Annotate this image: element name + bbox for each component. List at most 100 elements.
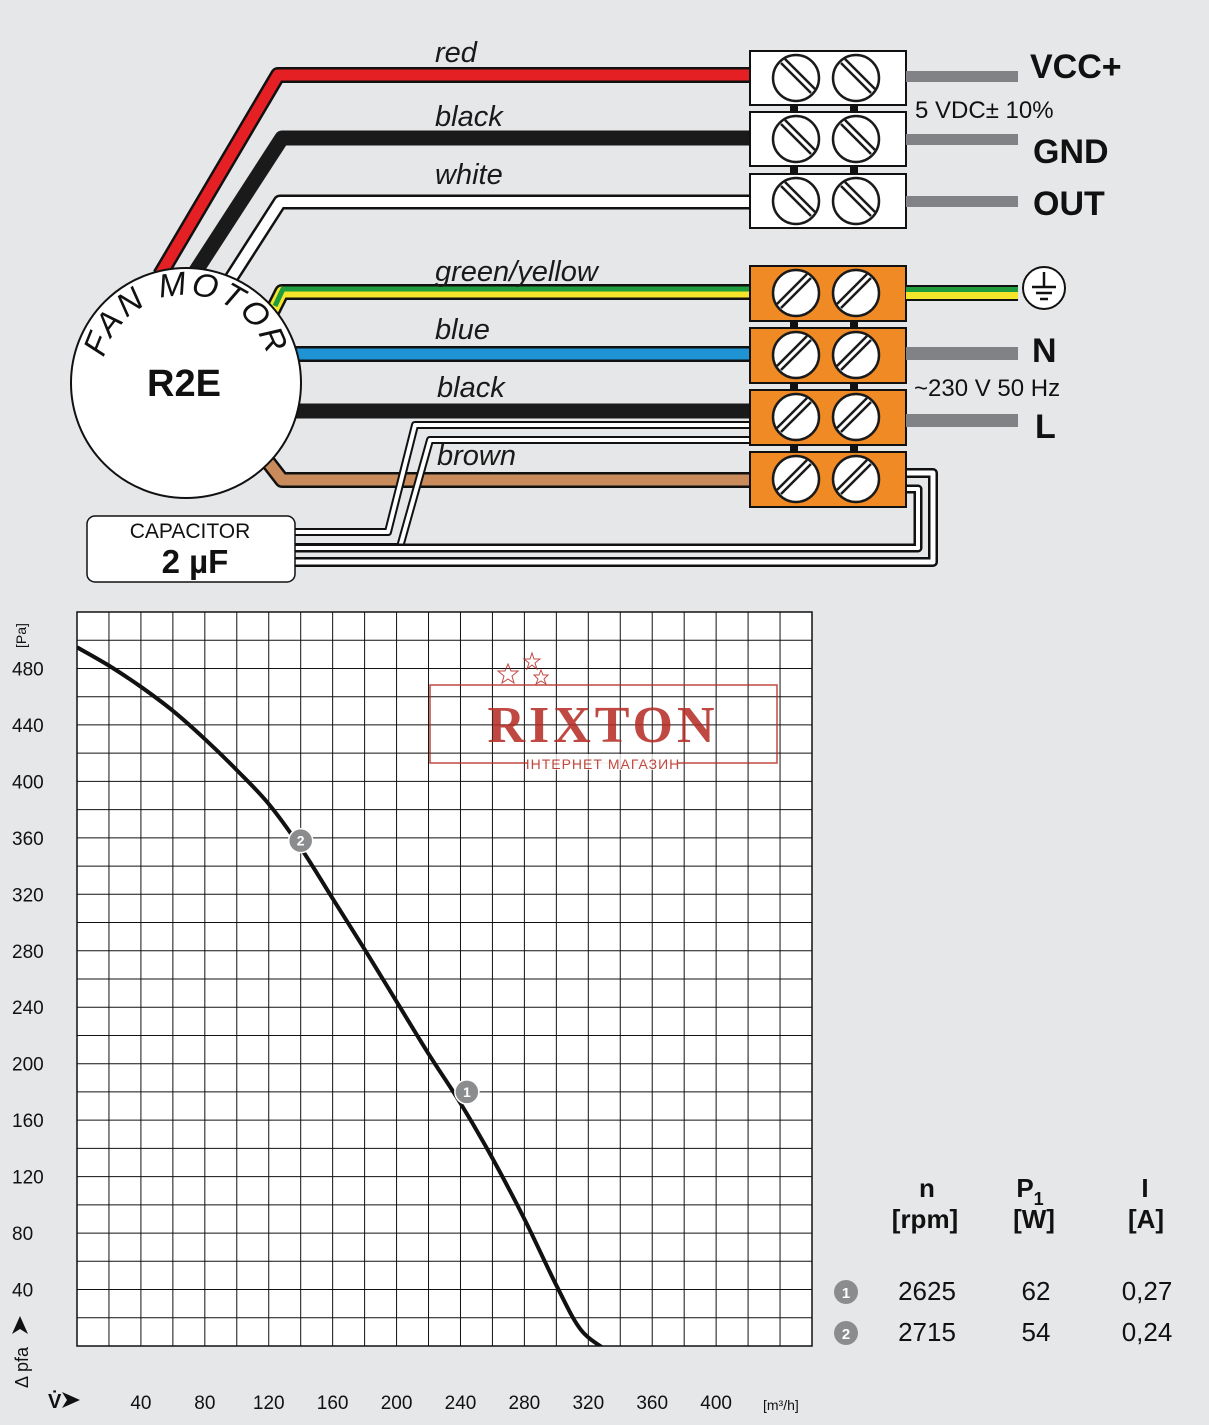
y-tick-label: 280	[12, 942, 44, 963]
supply-label-dc: 5 VDC± 10%	[915, 97, 1054, 124]
x-tick-label: 200	[381, 1393, 413, 1414]
wire-label-red: red	[435, 37, 478, 69]
x-tick-label: 80	[194, 1393, 215, 1414]
y-tick-label: 120	[12, 1168, 44, 1189]
x-tick-label: 360	[636, 1393, 668, 1414]
screw-icon	[831, 454, 881, 504]
black-top-wire	[183, 130, 752, 285]
capacitor: CAPACITOR 2 µF	[86, 515, 296, 583]
capacitor-label: CAPACITOR	[130, 520, 251, 543]
screw-icon	[771, 114, 821, 164]
screw-icon	[771, 454, 821, 504]
x-tick-label: 320	[572, 1393, 604, 1414]
y-axis-label: Δ pfa	[12, 1316, 32, 1388]
performance-curve	[77, 645, 604, 1346]
cell-p: 54	[1022, 1317, 1051, 1347]
col-header-p-unit: [W]	[1013, 1204, 1055, 1234]
outgoing-leads	[906, 71, 1018, 427]
y-axis-title: Δ pfa	[12, 1346, 32, 1388]
operating-points: 12	[287, 827, 480, 1105]
arrow-up-icon	[12, 1316, 28, 1334]
row-marker	[834, 1280, 858, 1304]
star-icon	[496, 651, 550, 686]
x-tick-label: 280	[509, 1393, 541, 1414]
cell-n: 2625	[898, 1276, 956, 1306]
x-axis-label: V̇	[48, 1389, 80, 1413]
motor-model: R2E	[147, 363, 221, 405]
row-marker	[834, 1321, 858, 1345]
screw-icon	[771, 392, 821, 442]
x-tick-labels: 40 80 120 160 200 240 280 320 360 400	[130, 1393, 732, 1414]
screw-icon	[771, 330, 821, 380]
terminal-label-n: N	[1032, 332, 1057, 370]
x-tick-label: 400	[700, 1393, 732, 1414]
y-tick-label: 160	[12, 1111, 44, 1132]
x-axis-title: V̇	[48, 1389, 62, 1413]
wire-label-black-bottom: black	[437, 372, 506, 404]
x-axis-unit: [m³/h]	[763, 1397, 799, 1413]
y-tick-label: 200	[12, 1055, 44, 1076]
operating-point-marker	[287, 827, 314, 854]
screw-icon	[831, 268, 881, 318]
screw-icon	[771, 53, 821, 103]
wire-label-brown: brown	[437, 440, 516, 472]
col-header-p-subscript: 1	[1034, 1189, 1044, 1209]
wire-label-green-yellow: green/yellow	[435, 256, 600, 288]
x-tick-label: 240	[445, 1393, 477, 1414]
cell-i: 0,27	[1122, 1276, 1173, 1306]
y-tick-label: 360	[12, 829, 44, 850]
pressure-curve-line	[77, 645, 604, 1346]
operating-point: 1	[454, 1079, 480, 1105]
performance-table: n [rpm] P1 [W] I [A] 1 2625 62 0,27 2 27…	[834, 1173, 1172, 1347]
screw-icon	[771, 176, 821, 226]
y-tick-label: 240	[12, 998, 44, 1019]
y-tick-label: 480	[12, 659, 44, 680]
y-tick-label: 320	[12, 885, 44, 906]
supply-label-ac: ~230 V 50 Hz	[914, 375, 1060, 402]
screw-icon	[771, 268, 821, 318]
ac-terminal-block	[749, 265, 907, 508]
y-tick-label: 400	[12, 772, 44, 793]
y-tick-label: 80	[12, 1224, 33, 1245]
col-header-n-unit: [rpm]	[892, 1204, 958, 1234]
watermark-text: RIXTON	[487, 697, 718, 754]
x-tick-label: 40	[130, 1393, 151, 1414]
dc-terminal-block	[749, 50, 907, 229]
screw-icon	[831, 330, 881, 380]
chart-grid	[77, 612, 812, 1346]
capacitor-value: 2 µF	[162, 543, 229, 580]
y-tick-label: 40	[12, 1281, 33, 1302]
operating-point-label: 1	[463, 1084, 471, 1100]
screw-icon	[831, 114, 881, 164]
x-tick-label: 120	[253, 1393, 285, 1414]
y-tick-labels: 40 80 120 160 200 240 280 320 360 400 440 480	[12, 659, 44, 1301]
arrow-right-icon	[62, 1392, 80, 1408]
cell-n: 2715	[898, 1317, 956, 1347]
terminal-label-vcc: VCC+	[1030, 48, 1122, 86]
wire-label-black-top: black	[435, 101, 504, 133]
wire-label-blue: blue	[435, 314, 490, 346]
col-header-p: P1	[1016, 1173, 1043, 1209]
col-header-i-unit: [A]	[1128, 1204, 1164, 1234]
wire-label-white: white	[435, 159, 503, 191]
terminal-label-out: OUT	[1033, 185, 1105, 223]
y-axis-unit: [Pa]	[13, 623, 29, 648]
operating-point: 2	[287, 827, 314, 854]
col-header-i: I	[1141, 1173, 1148, 1203]
screw-icon	[831, 53, 881, 103]
screw-icon	[831, 176, 881, 226]
table-row: 1 2625 62 0,27	[834, 1276, 1172, 1306]
terminal-label-l: L	[1035, 408, 1056, 446]
screw-icon	[831, 392, 881, 442]
ground-icon	[1022, 266, 1066, 310]
cell-p: 62	[1022, 1276, 1051, 1306]
row-marker-label: 1	[842, 1285, 850, 1302]
operating-point-marker	[454, 1079, 480, 1105]
rixton-watermark: RIXTON ІНТЕРНЕТ МАГАЗИН	[429, 651, 778, 772]
cell-i: 0,24	[1122, 1317, 1173, 1347]
col-header-p-symbol: P	[1016, 1173, 1033, 1203]
terminal-label-gnd: GND	[1033, 133, 1109, 171]
y-tick-label: 440	[12, 716, 44, 737]
x-tick-label: 160	[317, 1393, 349, 1414]
operating-point-label: 2	[297, 833, 305, 849]
